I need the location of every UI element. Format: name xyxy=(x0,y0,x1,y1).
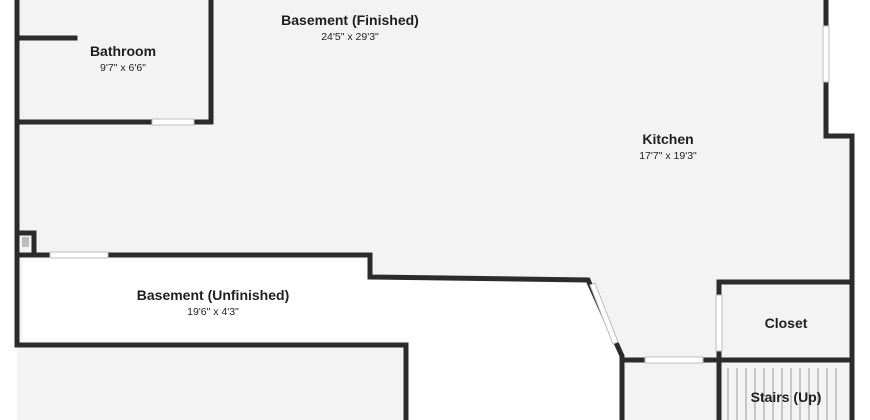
room-label-basement-unfinished: Basement (Unfinished) 19'6" x 4'3" xyxy=(137,287,289,318)
room-label-bathroom: Bathroom 9'7" x 6'6" xyxy=(90,43,156,74)
room-name: Basement (Unfinished) xyxy=(136,287,290,303)
stairs-floor xyxy=(719,362,850,420)
room-label-basement-finished: Basement (Finished) 24'5" x 29'3" xyxy=(281,12,419,43)
room-label-stairs: Stairs (Up) xyxy=(751,389,822,405)
room-name: Bathroom xyxy=(89,43,157,59)
room-name: Basement (Finished) xyxy=(281,12,419,28)
vent-marker xyxy=(22,237,29,247)
room-label-closet: Closet xyxy=(765,315,808,331)
room-dimensions: 24'5" x 29'3" xyxy=(321,31,379,44)
room-dimensions: 17'7" x 19'3" xyxy=(639,150,697,163)
room-dimensions: 19'6" x 4'3" xyxy=(187,306,239,319)
room-name: Kitchen xyxy=(642,131,694,147)
stair-treads xyxy=(727,368,837,420)
room-name: Closet xyxy=(764,315,808,331)
floor-area xyxy=(17,0,852,420)
room-dimensions: 9'7" x 6'6" xyxy=(100,62,146,75)
room-name: Stairs (Up) xyxy=(750,389,822,405)
closet-floor xyxy=(719,282,850,360)
hall-floor xyxy=(624,362,719,420)
openings xyxy=(49,25,830,364)
room-label-kitchen: Kitchen 17'7" x 19'3" xyxy=(639,131,697,162)
